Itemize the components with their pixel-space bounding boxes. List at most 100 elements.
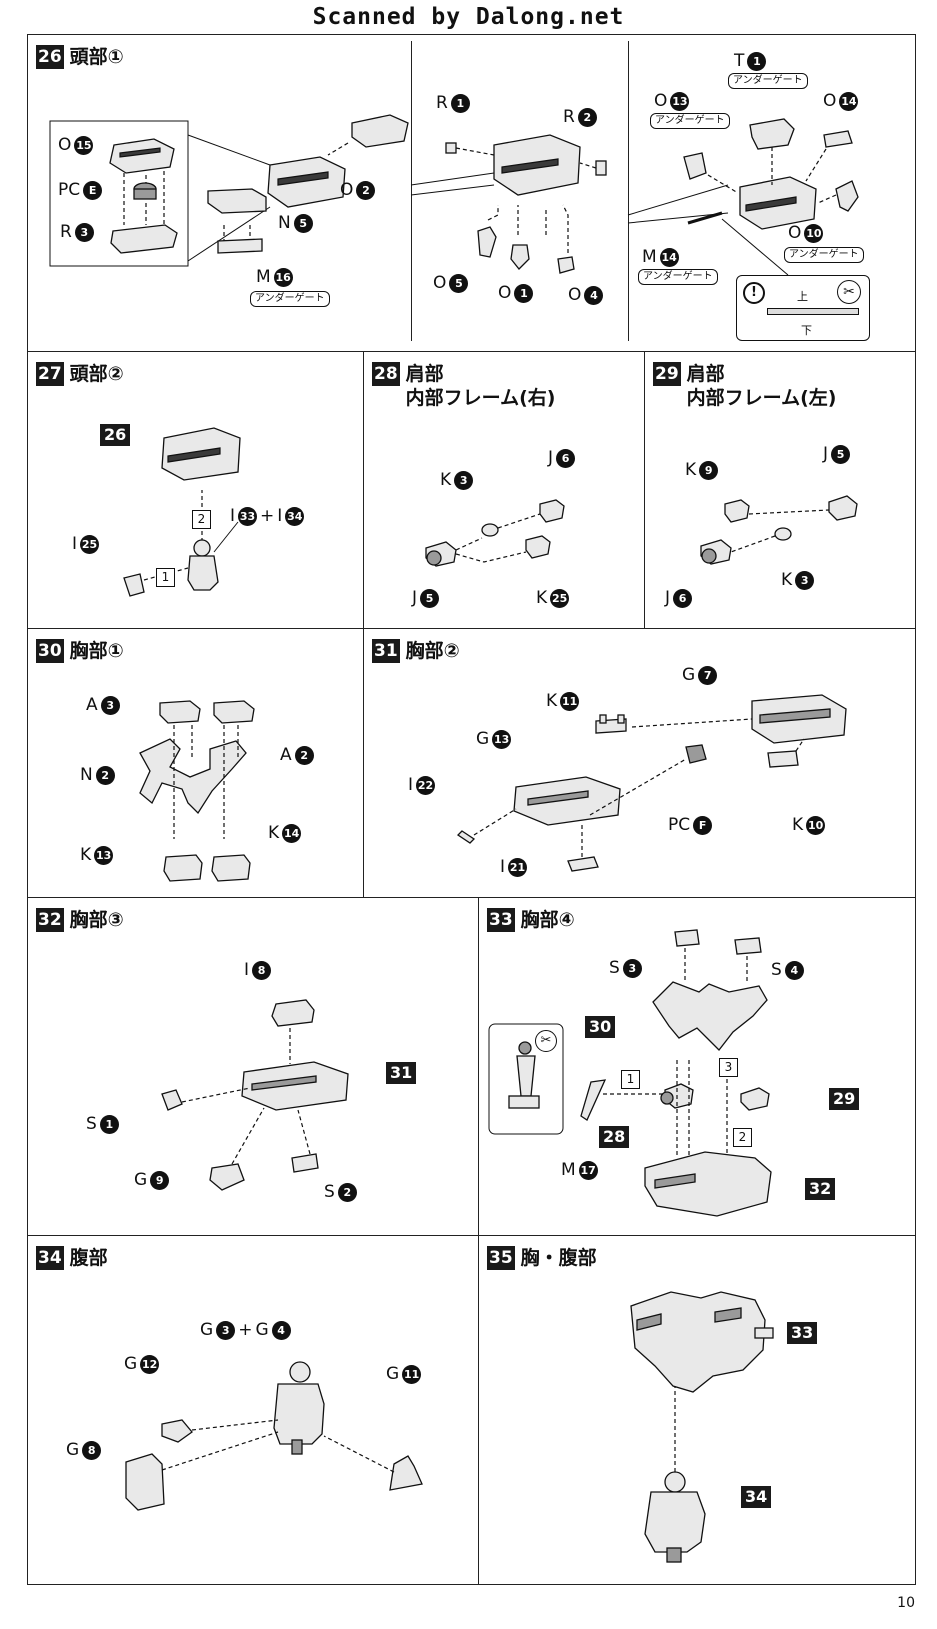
nipper-icon: ✂ <box>837 280 861 304</box>
step-31-illustration <box>456 694 847 872</box>
ref-step-32: 32 <box>805 1178 836 1200</box>
step-badge: 26 <box>36 45 64 69</box>
page-number: 10 <box>897 1595 915 1611</box>
step-32-illustration <box>161 999 349 1191</box>
step-28-title: 28 肩部 内部フレーム(右) <box>372 362 555 410</box>
step-badge: 27 <box>36 362 64 386</box>
order-1: 1 <box>621 1070 640 1089</box>
ref-step-31: 31 <box>386 1062 417 1084</box>
step-27-illustration <box>123 427 241 597</box>
ref-step-29: 29 <box>829 1088 860 1110</box>
step-35-illustration <box>630 1291 774 1563</box>
step-title-text: 胸・腹部 <box>520 1247 597 1269</box>
step-badge: 29 <box>653 362 681 386</box>
ref-step-28: 28 <box>599 1126 630 1148</box>
under-gate-tag: アンダーゲート <box>638 269 718 285</box>
step-29-title: 29 肩部 内部フレーム(左) <box>653 362 836 410</box>
step-33-illustration <box>488 929 772 1217</box>
scan-credit: Scanned by Dalong.net <box>312 4 625 30</box>
nipper-icon: ✂ <box>535 1030 557 1052</box>
step-34-title: 34 腹部 <box>36 1246 108 1270</box>
step-badge: 34 <box>36 1246 64 1270</box>
step-28-illustration <box>425 499 565 567</box>
step-badge: 28 <box>372 362 400 386</box>
order-2: 2 <box>192 510 211 529</box>
step-35-title: 35 胸・腹部 <box>487 1246 597 1270</box>
order-3: 3 <box>719 1058 738 1077</box>
order-1: 1 <box>156 568 175 587</box>
step-badge: 30 <box>36 639 64 663</box>
step-29-illustration <box>700 495 858 565</box>
under-gate-tag: アンダーゲート <box>728 73 808 89</box>
step-26-illustration <box>49 114 859 276</box>
caution-icon: ! <box>743 282 765 304</box>
step-badge: 31 <box>372 639 400 663</box>
head-cover-part <box>109 138 175 174</box>
runner-piece-icon <box>767 308 859 315</box>
step-title-text: 頭部① <box>69 46 124 68</box>
hint-down-label: 下 <box>801 324 812 337</box>
ref-step-30: 30 <box>585 1016 616 1038</box>
step-title-text: 胸部① <box>69 640 124 662</box>
step-32-title: 32 胸部③ <box>36 908 124 932</box>
hint-up-label: 上 <box>797 290 808 303</box>
step-badge: 32 <box>36 908 64 932</box>
under-gate-tag: アンダーゲート <box>784 247 864 263</box>
step-30-title: 30 胸部① <box>36 639 124 663</box>
step-27-title: 27 頭部② <box>36 362 124 386</box>
ref-step-26: 26 <box>100 424 131 446</box>
step-33-title: 33 胸部④ <box>487 908 575 932</box>
ref-step-34: 34 <box>741 1486 772 1508</box>
divider <box>628 41 629 341</box>
step-34-illustration <box>125 1361 423 1511</box>
step-title-text: 肩部 内部フレーム(左) <box>686 363 837 409</box>
step-30-illustration <box>139 700 255 882</box>
order-2: 2 <box>733 1128 752 1147</box>
under-gate-tag: アンダーゲート <box>650 113 730 129</box>
step-title-text: 腹部 <box>69 1247 108 1269</box>
ref-step-33: 33 <box>787 1322 818 1344</box>
